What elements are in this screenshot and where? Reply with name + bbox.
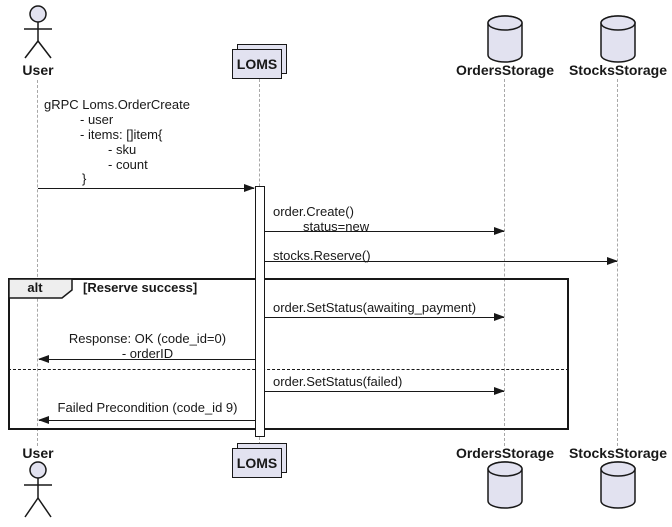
actor-icon-bottom [16, 460, 60, 527]
alt-operator-tab: alt [8, 278, 74, 299]
database-icon-stocks-bottom [600, 461, 636, 514]
message-order-create-line: order.Create() [273, 204, 354, 219]
arrow-order-create-request [38, 184, 255, 192]
participant-orders-storage-top: OrdersStorage [455, 62, 555, 78]
message-order-create-request-line: } [82, 171, 87, 186]
alt-else-divider [8, 369, 569, 370]
participant-loms-top: LOMS [232, 49, 282, 79]
message-order-create-request-line: - items: []item{ [80, 127, 163, 142]
alt-condition-label: [Reserve success] [83, 280, 198, 295]
participant-user-top: User [22, 62, 54, 78]
arrow-set-status-awaiting [265, 313, 505, 321]
participant-user-bottom: User [22, 445, 54, 461]
message-failed-precondition: Failed Precondition (code_id 9) [57, 400, 238, 415]
message-order-create-line: status=new [303, 219, 370, 234]
collections-loms-top: LOMS [232, 44, 288, 80]
participant-stocks-storage-top: StocksStorage [568, 62, 668, 78]
database-icon-orders-top [487, 15, 523, 68]
lifeline-user [37, 80, 38, 446]
message-order-create-request-line: - sku [108, 142, 137, 157]
arrow-failed-precondition [38, 416, 255, 424]
collections-loms-bottom: LOMS [232, 443, 288, 479]
activation-bar-loms [255, 186, 265, 437]
participant-stocks-storage-bottom: StocksStorage [568, 445, 668, 461]
message-order-create-request-line: - user [80, 112, 114, 127]
alt-operator-label: alt [27, 280, 43, 295]
lifeline-orders-storage [504, 79, 505, 446]
message-response-ok-line: Response: OK (code_id=0) [68, 331, 227, 346]
arrow-set-status-failed [265, 387, 505, 395]
actor-icon [16, 4, 60, 67]
message-stocks-reserve: stocks.Reserve() [273, 248, 371, 263]
arrow-response-ok [38, 355, 255, 363]
message-order-create-request-line: gRPC Loms.OrderCreate [44, 97, 190, 112]
database-icon-orders-bottom [487, 461, 523, 514]
arrow-stocks-reserve [265, 257, 618, 265]
participant-orders-storage-bottom: OrdersStorage [455, 445, 555, 461]
message-response-ok-line: - orderID [121, 346, 174, 361]
database-icon-stocks-top [600, 15, 636, 68]
participant-loms-bottom: LOMS [232, 448, 282, 478]
message-order-create-request-line: - count [108, 157, 148, 172]
arrow-order-create [265, 227, 505, 235]
alt-frame [8, 278, 569, 430]
message-set-status-failed: order.SetStatus(failed) [273, 374, 403, 389]
message-set-status-awaiting: order.SetStatus(awaiting_payment) [273, 300, 477, 315]
